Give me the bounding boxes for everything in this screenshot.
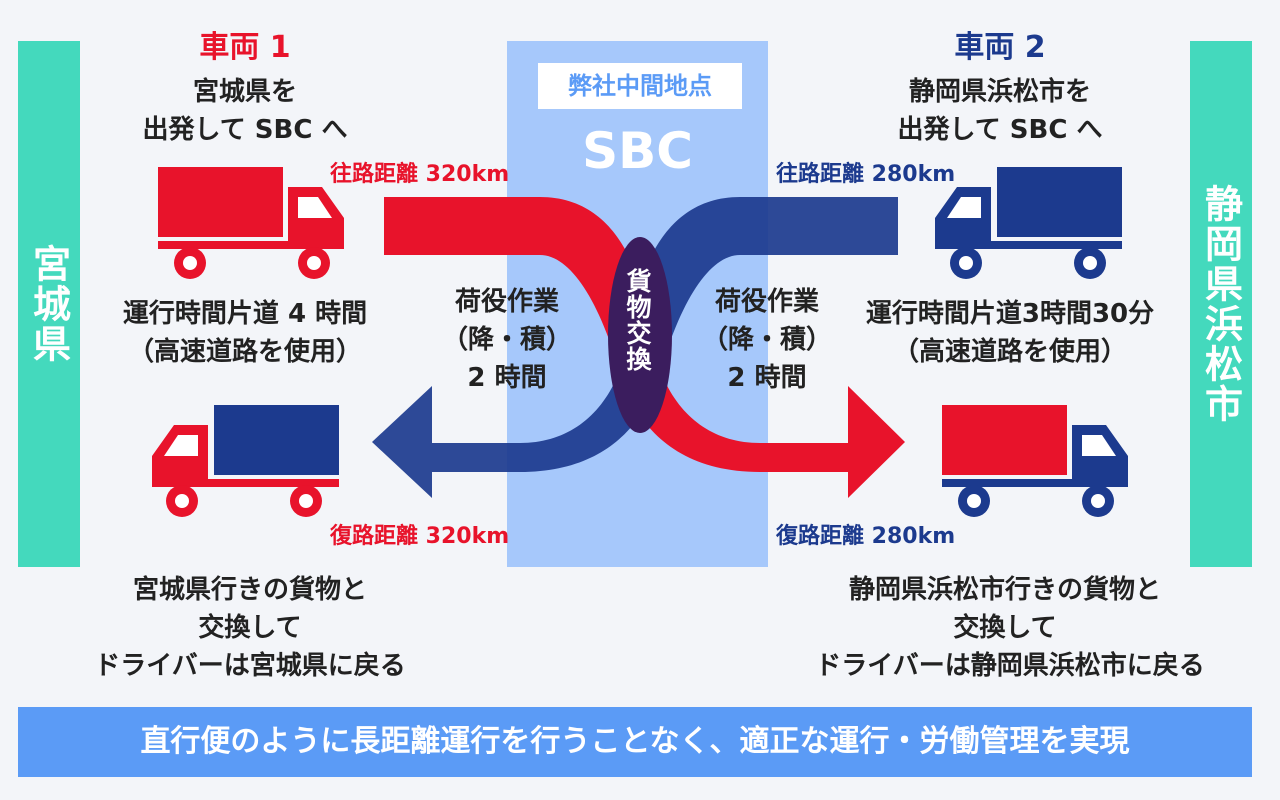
- vehicle-2-return-line1: 静岡県浜松市行きの貨物と: [848, 575, 1161, 605]
- vehicle-2-work-line2: （降・積）: [701, 325, 832, 355]
- vehicle-2-origin-line2: 出発して SBC へ: [897, 115, 1103, 145]
- vehicle-1-runtime-line1: 運行時間片道 4 時間: [122, 299, 368, 329]
- vehicle-1-return-line3: ドライバーは宮城県に戻る: [94, 651, 406, 681]
- vehicle-2-runtime-line1: 運行時間片道3時間30分: [865, 299, 1155, 329]
- truck-2-return-icon: [942, 405, 1128, 517]
- sbc-tag: 弊社中間地点: [538, 63, 742, 109]
- region-label-hamamatsu: 静岡県浜松市: [1190, 41, 1252, 567]
- vehicle-1-return-line2: 交換して: [198, 613, 302, 643]
- vehicle-2-title: 車両 2: [954, 30, 1046, 65]
- region-label-miyagi: 宮城県: [18, 41, 80, 567]
- vehicle-2-return-line2: 交換して: [953, 613, 1057, 643]
- vehicle-2-return-line3: ドライバーは静岡県浜松市に戻る: [815, 651, 1205, 681]
- exchange-lens: [608, 237, 672, 433]
- sbc-name: SBC: [582, 122, 693, 180]
- truck-1-return-icon: [152, 405, 339, 517]
- vehicle-1-return-distance: 復路距離 320km: [330, 524, 510, 549]
- vehicle-1-work-line1: 荷役作業: [454, 287, 559, 317]
- footer-banner: 直行便のように長距離運行を行うことなく、適正な運行・労働管理を実現: [18, 707, 1252, 777]
- vehicle-2-work-line1: 荷役作業: [714, 287, 819, 317]
- vehicle-2-origin-line1: 静岡県浜松市を: [908, 77, 1091, 107]
- vehicle-2-work-line3: 2 時間: [727, 363, 807, 393]
- vehicle-1-outbound-distance: 往路距離 320km: [330, 162, 510, 187]
- vehicle-1-work-line3: 2 時間: [467, 363, 547, 393]
- vehicle-1-origin-line2: 出発して SBC へ: [142, 115, 348, 145]
- vehicle-1-work-line2: （降・積）: [441, 325, 572, 355]
- truck-2-outbound-icon: [935, 167, 1122, 279]
- exchange-label: 貨物交換: [623, 268, 652, 372]
- vehicle-1-origin-line1: 宮城県を: [192, 77, 297, 107]
- truck-1-outbound-icon: [158, 167, 344, 279]
- vehicle-2-return-distance: 復路距離 280km: [776, 524, 956, 549]
- vehicle-2-outbound-distance: 往路距離 280km: [776, 162, 956, 187]
- vehicle-1-return-line1: 宮城県行きの貨物と: [132, 575, 367, 605]
- vehicle-1-runtime-line2: （高速道路を使用）: [127, 337, 362, 367]
- vehicle-1-title: 車両 1: [199, 30, 291, 65]
- vehicle-2-runtime-line2: （高速道路を使用）: [892, 337, 1127, 367]
